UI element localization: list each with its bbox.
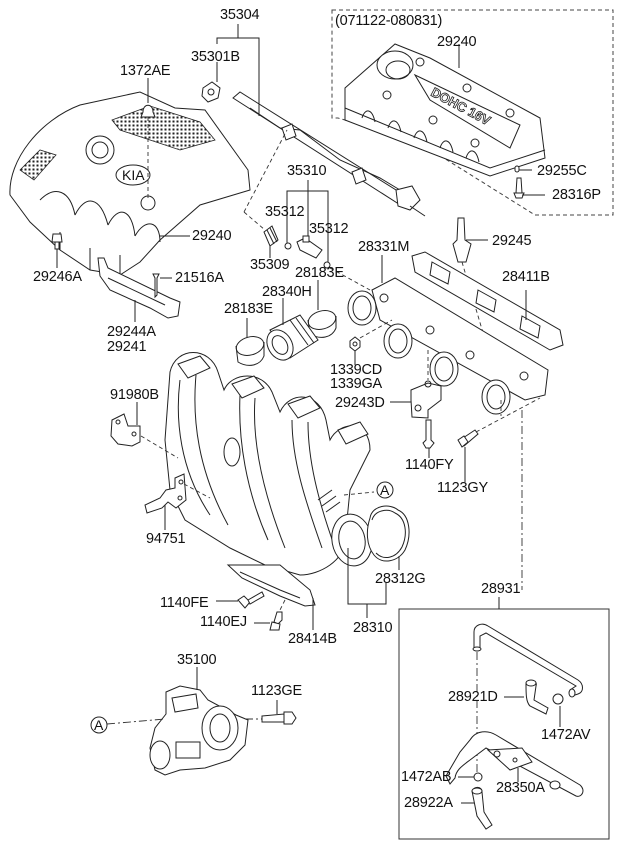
part-label-35301B[interactable]: 35301B [191,49,240,65]
ref-marker-a-bottom[interactable]: A [90,716,262,734]
hose-28350A[interactable] [445,731,584,797]
gasket-28312G[interactable] [366,505,410,570]
part-label-28931[interactable]: 28931 [481,581,521,597]
part-label-1140FE[interactable]: 1140FE [160,595,209,611]
part-label-35312-a[interactable]: 35312 [265,204,305,220]
bolt-1123GY[interactable] [457,397,541,482]
clamp-1472AV[interactable] [552,693,564,727]
part-label-28340H[interactable]: 28340H [262,284,312,300]
part-label-29246A[interactable]: 29246A [33,269,82,285]
part-label-29244A[interactable]: 29244A [107,324,156,340]
gasket-28411B[interactable] [411,251,564,351]
part-label-35304[interactable]: 35304 [220,7,260,23]
cap-nut-1372AE[interactable] [140,78,156,200]
pcv-hose-box [398,608,610,840]
cap-29255C[interactable] [514,165,532,173]
part-label-94751[interactable]: 94751 [146,531,186,547]
part-label-1472AB[interactable]: 1472AB [401,769,452,785]
bolt-29246A[interactable] [51,233,63,250]
bracket-91980B[interactable] [110,402,179,459]
stay-28414B[interactable] [226,564,316,630]
part-label-1472AV[interactable]: 1472AV [541,727,591,743]
bracket-94751[interactable] [144,473,211,530]
part-label-1339GA[interactable]: 1339GA [330,376,383,392]
part-label-29241[interactable]: 29241 [107,339,147,355]
part-label-91980B[interactable]: 91980B [110,387,159,403]
part-label-28922A[interactable]: 28922A [404,795,453,811]
hose-28922A[interactable] [461,786,493,830]
part-label-28411B[interactable]: 28411B [502,269,550,285]
engine-cover-dohc[interactable]: DOHC 16V [344,43,546,177]
kia-badge [115,164,151,186]
part-label-29255C[interactable]: 29255C [537,163,587,179]
ref-marker-a-top[interactable]: A [343,481,394,499]
part-label-35100[interactable]: 35100 [177,652,217,668]
part-label-28316P[interactable]: 28316P [552,187,601,203]
kia-badge-text: KIA [122,167,145,183]
option-group-box [331,9,614,216]
bracket-29244A[interactable] [97,257,181,322]
part-label-1372AE[interactable]: 1372AE [120,63,171,79]
part-label-28414B[interactable]: 28414B [288,631,337,647]
clamp-28183E-a[interactable] [306,280,338,338]
clip-35309[interactable] [243,129,288,258]
injector-35310[interactable] [284,180,371,291]
part-label-35309[interactable]: 35309 [250,257,290,273]
ref-marker-a-bottom-text: A [94,717,104,733]
hose-28340H[interactable] [262,298,319,365]
fuel-rail-35304[interactable] [201,24,426,217]
ref-marker-a-text: A [380,482,390,498]
part-label-28312G[interactable]: 28312G [375,571,426,587]
part-label-29240-left[interactable]: 29240 [192,228,232,244]
part-label-35310[interactable]: 35310 [287,163,327,179]
part-label-28331M[interactable]: 28331M [358,239,410,255]
bracket-29243D[interactable] [390,350,442,419]
part-label-28183E-b[interactable]: 28183E [224,301,273,317]
hose-28921D[interactable] [504,679,549,715]
clamp-1472AB[interactable] [458,772,483,782]
part-label-28921D[interactable]: 28921D [448,689,498,705]
nut-1339CD[interactable] [349,319,393,365]
part-label-29240-top[interactable]: 29240 [437,34,477,50]
part-label-21516A[interactable]: 21516A [175,270,224,286]
bolt-28316P[interactable] [513,177,545,199]
bolt-1140FE[interactable] [216,591,265,609]
part-label-1140FY[interactable]: 1140FY [405,457,454,473]
part-label-35312-b[interactable]: 35312 [309,221,349,237]
bolt-1123GE[interactable] [261,700,297,725]
part-label-28310[interactable]: 28310 [353,620,393,636]
clamp-28183E-b[interactable] [234,318,266,366]
part-label-28183E-a[interactable]: 28183E [295,265,344,281]
option-date-range: (071122-080831) [335,13,443,29]
part-label-1123GY[interactable]: 1123GY [437,480,488,496]
engine-cover-left[interactable]: KIA [9,91,251,276]
manifold-28331M[interactable] [347,255,549,590]
intake-manifold-28310[interactable] [164,352,387,619]
bolt-1140EJ[interactable] [254,611,283,631]
part-label-28350A[interactable]: 28350A [496,780,545,796]
part-label-1339CD[interactable]: 1339CD [330,362,382,378]
screw-21516A[interactable] [152,273,172,299]
part-label-1140EJ[interactable]: 1140EJ [200,614,247,630]
part-label-29245[interactable]: 29245 [492,233,532,249]
bolt-1140FY[interactable] [422,419,435,458]
part-label-1123GE[interactable]: 1123GE [251,683,302,699]
part-label-29243D[interactable]: 29243D [335,395,385,411]
throttle-body-35100[interactable] [149,667,249,776]
